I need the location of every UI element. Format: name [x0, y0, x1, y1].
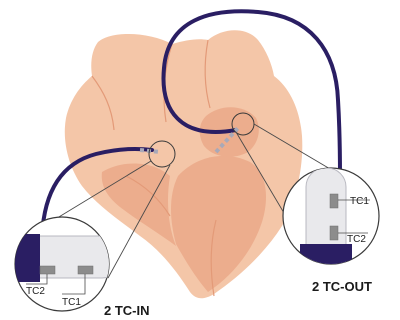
tc-in-caption: 2 TC-IN [104, 303, 150, 318]
tc-out-zoom-lens: TC1 TC2 [283, 168, 379, 284]
thermocouple-sensor-icon [40, 266, 55, 274]
tc2-label-out: TC2 [347, 234, 366, 245]
tc-out-caption: 2 TC-OUT [312, 279, 372, 294]
tc-in-zoom-lens: TC2 TC1 [10, 217, 122, 311]
tc1-label-in: TC1 [62, 297, 81, 308]
thermocouple-sensor-icon [330, 194, 338, 208]
tc1-label-out: TC1 [350, 196, 369, 207]
catheter-band [10, 234, 40, 282]
thermocouple-sensor-icon [78, 266, 93, 274]
tc2-label-in: TC2 [26, 286, 45, 297]
thermocouple-sensor-icon [330, 226, 338, 240]
